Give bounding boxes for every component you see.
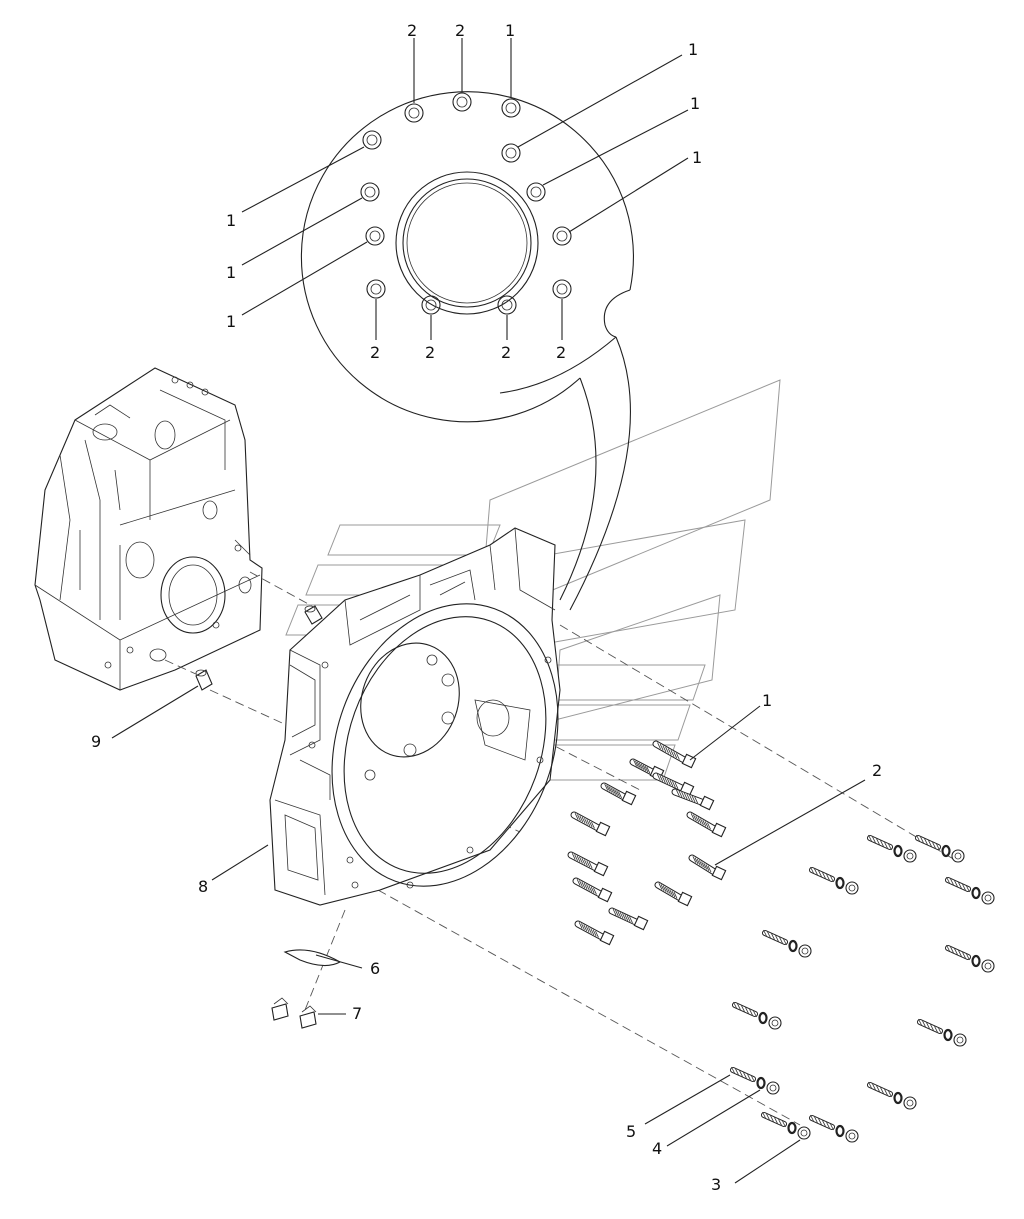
callout-flange-top-3: 1: [505, 21, 515, 40]
callout-flange-left-2: 1: [226, 263, 236, 282]
studs-with-nuts: [730, 834, 995, 1143]
stud-washer-nut: [945, 944, 995, 973]
hex-bolt: [686, 811, 727, 838]
callout-flange-bottom-1: 2: [370, 343, 380, 362]
callout-flange-top-1: 2: [407, 21, 417, 40]
housing-bore-outer: [331, 603, 559, 887]
callout-flange-left-1: 1: [226, 211, 236, 230]
hex-bolts: [567, 740, 727, 946]
lower-leader-lines: [111, 685, 866, 1184]
callout-flange-left-3: 1: [226, 312, 236, 331]
flange-notch: [603, 289, 631, 338]
stud-washer-nut: [732, 1001, 782, 1030]
hex-bolt: [567, 851, 609, 877]
detail-leader-1: [559, 377, 597, 601]
callout-flange-right-3: 1: [692, 148, 702, 167]
engine-block: [34, 367, 263, 691]
flange-detail-view: 2 2 1 1 1 1 1 1 1 2 2 2 2: [226, 21, 702, 611]
stud-washer-nut: [809, 866, 859, 895]
hex-bolt: [574, 920, 615, 946]
hex-bolt: [671, 788, 715, 811]
hex-bolt: [570, 811, 611, 837]
callout-cover-screw: 7: [352, 1004, 362, 1023]
stud-washer-nut: [867, 1081, 917, 1110]
stud-washer-nut: [730, 1066, 780, 1095]
callout-flange-bottom-3: 2: [501, 343, 511, 362]
housing-bore-inner: [343, 616, 547, 874]
flange-bolt-holes: [360, 92, 572, 315]
hex-bolt: [688, 854, 727, 881]
flange-leader-lines: [241, 38, 689, 340]
stud-washer-nut: [945, 876, 995, 905]
stud-washer-nut: [762, 929, 812, 958]
flywheel-housing: [269, 527, 561, 906]
dowel-pin-lower: [195, 669, 213, 691]
stud-washer-nut: [917, 1018, 967, 1047]
housing-crank-opening: [360, 642, 460, 758]
hex-bolt: [608, 907, 649, 931]
callout-flywheel-housing: 8: [198, 877, 208, 896]
stud-washer-nut: [761, 1111, 811, 1140]
callout-flange-bottom-2: 2: [425, 343, 435, 362]
cover-plate: [283, 949, 342, 967]
flange-outline: [300, 91, 634, 423]
dowel-pin-upper: [304, 605, 323, 625]
center-bore-inner: [402, 178, 532, 308]
stud-washer-nut: [867, 834, 917, 863]
callout-flange-top-2: 2: [455, 21, 465, 40]
cover-screw-left: [271, 997, 289, 1021]
callout-flange-right-2: 1: [690, 94, 700, 113]
stud-washer-nut: [809, 1114, 859, 1143]
hex-bolt: [652, 772, 695, 797]
detail-leader-2: [569, 336, 631, 611]
callout-flange-bottom-4: 2: [556, 343, 566, 362]
stud-washer-nut: [915, 834, 965, 863]
hex-bolt: [652, 740, 697, 769]
cover-screw-right: [299, 1005, 317, 1029]
hex-bolt: [654, 881, 693, 907]
hex-bolt: [572, 877, 613, 903]
callout-washer: 4: [652, 1139, 662, 1158]
housing-starter-pad: [474, 699, 531, 761]
callout-cover-plate: 6: [370, 959, 380, 978]
callout-bolt-short: 2: [872, 761, 882, 780]
hex-bolt: [600, 782, 637, 806]
engine-block-bore: [160, 556, 226, 634]
callout-stud: 5: [626, 1122, 636, 1141]
center-bore-outer: [395, 171, 539, 315]
callout-flange-right-1: 1: [688, 40, 698, 59]
callout-bolt-long: 1: [762, 691, 772, 710]
callout-nut: 3: [711, 1175, 721, 1194]
callout-dowel-pin: 9: [91, 732, 101, 751]
